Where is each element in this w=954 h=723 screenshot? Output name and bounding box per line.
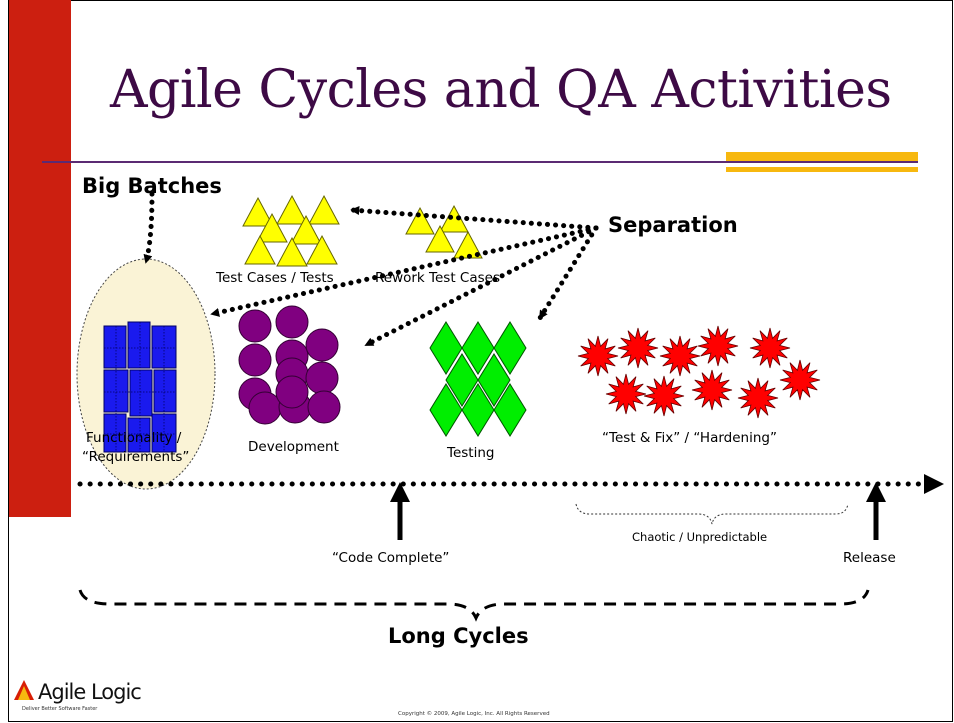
starburst — [749, 327, 791, 369]
starburst — [659, 335, 701, 377]
logo-icon — [14, 680, 34, 700]
dotted-arrows — [143, 191, 599, 348]
gold-accent-bar — [726, 152, 918, 161]
logo-tagline: Deliver Better Software Faster — [22, 706, 98, 712]
functionality-label-line1: Functionality / — [86, 430, 182, 446]
title-underline — [42, 161, 918, 163]
release-arrow — [866, 482, 886, 540]
starburst — [617, 327, 659, 369]
timeline-arrowhead — [924, 474, 944, 494]
starburst — [779, 359, 821, 401]
gold-accent-bar-lower — [726, 167, 918, 172]
testing-label: Testing — [447, 445, 495, 461]
starburst — [737, 377, 779, 419]
red-side-bar — [9, 0, 71, 517]
chaotic-brace — [575, 503, 849, 525]
long-cycles-label: Long Cycles — [388, 624, 529, 648]
starburst — [605, 373, 647, 415]
big-batches-label: Big Batches — [82, 174, 222, 198]
logo-text: Agile Logic — [38, 680, 142, 704]
release-label: Release — [843, 550, 896, 566]
starburst — [691, 369, 733, 411]
starburst — [697, 325, 739, 367]
test-fix-label: “Test & Fix” / “Hardening” — [602, 430, 777, 446]
copyright-text: Copyright © 2009, Agile Logic, Inc. All … — [398, 711, 550, 717]
test-cases-triangles — [242, 194, 340, 267]
chaotic-label: Chaotic / Unpredictable — [632, 530, 768, 544]
development-circles — [238, 305, 341, 425]
test-cases-label: Test Cases / Tests — [216, 270, 334, 286]
test-fix-bursts — [577, 325, 821, 419]
separation-label: Separation — [608, 213, 738, 237]
functionality-label-line2: “Requirements” — [82, 449, 190, 465]
starburst — [577, 335, 619, 377]
slide-title: Agile Cycles and QA Activities — [110, 60, 892, 120]
requirements-blocks — [103, 321, 177, 453]
code-complete-arrow — [390, 482, 410, 540]
testing-diamonds — [429, 321, 527, 437]
code-complete-label: “Code Complete” — [332, 550, 450, 566]
development-label: Development — [248, 439, 339, 455]
long-cycles-brace — [78, 589, 870, 622]
starburst — [643, 375, 685, 417]
rework-label: Rework Test Cases — [375, 270, 500, 286]
